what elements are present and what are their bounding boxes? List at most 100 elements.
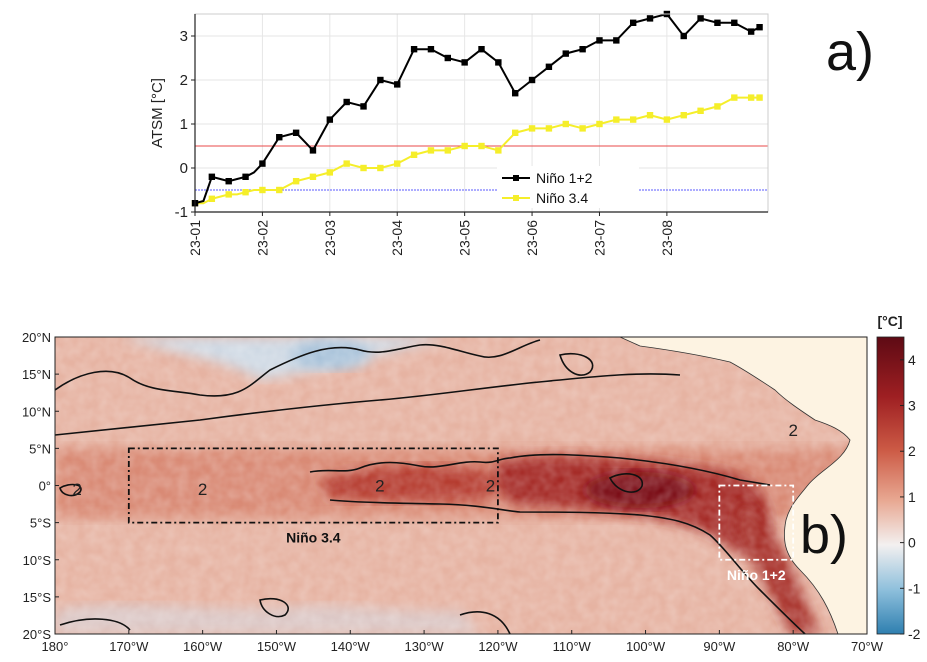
land-mass	[619, 337, 867, 634]
colorbar-tick-label-5: 3	[908, 398, 916, 414]
series-0-point-42	[545, 63, 553, 70]
series-0-point-58	[680, 32, 687, 40]
series-1-point-6	[242, 189, 249, 196]
series-0-point-26	[410, 46, 418, 53]
series-0-point-4	[225, 178, 232, 185]
series-1-point-32	[461, 142, 468, 150]
series-1-point-22	[377, 164, 384, 172]
contour-north-east	[558, 353, 594, 376]
series-0-point-48	[596, 37, 603, 44]
lon-tick-label-7: 110°W	[553, 639, 592, 654]
series-0-point-44	[562, 50, 569, 57]
x-tick-label-1: 23-02	[254, 220, 270, 256]
series-0-point-28	[427, 46, 435, 53]
series-0-point-52	[629, 19, 637, 26]
series-0-point-50	[613, 37, 620, 44]
series-1-point-38	[512, 129, 519, 136]
series-0-point-34	[478, 46, 485, 53]
colorbar-tick-label-1: -1	[908, 580, 921, 596]
series-0-point-64	[731, 19, 738, 26]
series-0-point-18	[343, 98, 350, 106]
lat-tick-label-0: 20°N	[22, 330, 51, 345]
lon-tick-label-0: 180°	[42, 639, 69, 654]
colorbar-gradient	[876, 336, 905, 635]
series-1-point-56	[663, 116, 671, 123]
series-1-point-60	[697, 107, 704, 114]
legend-marker-nino12	[513, 175, 519, 181]
series-1-point-8	[259, 186, 266, 194]
legend-a: Niño 1+2 Niño 3.4	[497, 166, 639, 208]
series-1-point-28	[427, 147, 435, 154]
series-0-point-66	[747, 28, 755, 35]
series-1-point-4	[225, 191, 232, 198]
y-tick-label-1: 0	[180, 160, 188, 177]
lon-tick-label-10: 80°W	[777, 639, 810, 654]
region-boxes	[127, 447, 795, 561]
series-0-point-16	[326, 116, 334, 123]
region-box-0	[127, 447, 499, 524]
series-0-point-6	[242, 173, 249, 180]
contour-lines	[55, 339, 806, 634]
contour-equator-south	[329, 499, 806, 634]
colorbar-label: [°C]	[877, 313, 902, 329]
series-0-point-62	[714, 19, 721, 26]
series-0-point-10	[276, 134, 283, 141]
region-box-1	[718, 484, 795, 561]
series-1-point-24	[394, 160, 401, 167]
series-1-point-52	[629, 116, 637, 123]
series-1-point-16	[326, 169, 334, 176]
contour-north-cool	[55, 339, 541, 397]
series-0-point-40	[528, 76, 536, 84]
lat-tick-label-6: 10°S	[23, 553, 52, 568]
lat-tick-label-1: 15°N	[22, 367, 51, 382]
contour-north-boundary	[55, 373, 681, 436]
series-1-point-58	[680, 112, 687, 119]
legend-box	[497, 166, 639, 208]
series-0-point-60	[697, 15, 704, 22]
series-1-point-26	[410, 151, 418, 158]
contour-equator-main	[309, 453, 771, 486]
contour-label-0: 2	[198, 480, 207, 499]
series-1-point-44	[562, 120, 569, 128]
lat-tick-label-8: 20°S	[23, 627, 52, 642]
y-axis-label-a: ATSM [°C]	[149, 78, 166, 148]
series-0-point-38	[512, 90, 519, 97]
lat-tick-label-3: 5°N	[29, 441, 51, 456]
contour-warm-core-loop	[608, 473, 643, 493]
region-label-1: Niño 1+2	[727, 567, 786, 583]
x-tick-label-7: 23-08	[659, 220, 675, 256]
lon-tick-label-9: 90°W	[703, 639, 736, 654]
lat-tick-label-2: 10°N	[22, 404, 51, 419]
legend-label-nino34: Niño 3.4	[536, 190, 588, 206]
lat-tick-labels: 20°N15°N10°N5°N0°5°S10°S15°S20°S	[22, 330, 59, 642]
series-1-point-34	[478, 142, 485, 150]
colorbar-tick-label-2: 0	[908, 535, 916, 551]
contour-south-patches	[59, 597, 511, 634]
lon-tick-label-3: 150°W	[257, 639, 297, 654]
series-1-point-42	[545, 125, 553, 132]
series-0-point-30	[444, 54, 451, 62]
series-1-point-10	[276, 186, 283, 194]
series-0-point-2	[208, 173, 216, 180]
series-1-point-50	[613, 116, 620, 123]
series-1-point-48	[596, 120, 603, 128]
y-tick-label-0: -1	[175, 204, 188, 221]
y-tick-label-4: 3	[180, 28, 188, 45]
lon-tick-label-6: 120°W	[478, 639, 518, 654]
x-tick-label-3: 23-04	[389, 220, 405, 256]
lat-tick-label-7: 15°S	[23, 590, 52, 605]
series-1-point-36	[495, 147, 502, 154]
panel-label-a: a)	[826, 22, 874, 82]
colorbar-tick-label-6: 4	[908, 352, 916, 368]
series-0-point-67	[756, 24, 763, 31]
x-tick-label-5: 23-06	[524, 220, 540, 256]
x-tick-label-2: 23-03	[322, 220, 338, 256]
series-0-point-12	[292, 129, 300, 136]
series-1-point-18	[343, 160, 350, 167]
